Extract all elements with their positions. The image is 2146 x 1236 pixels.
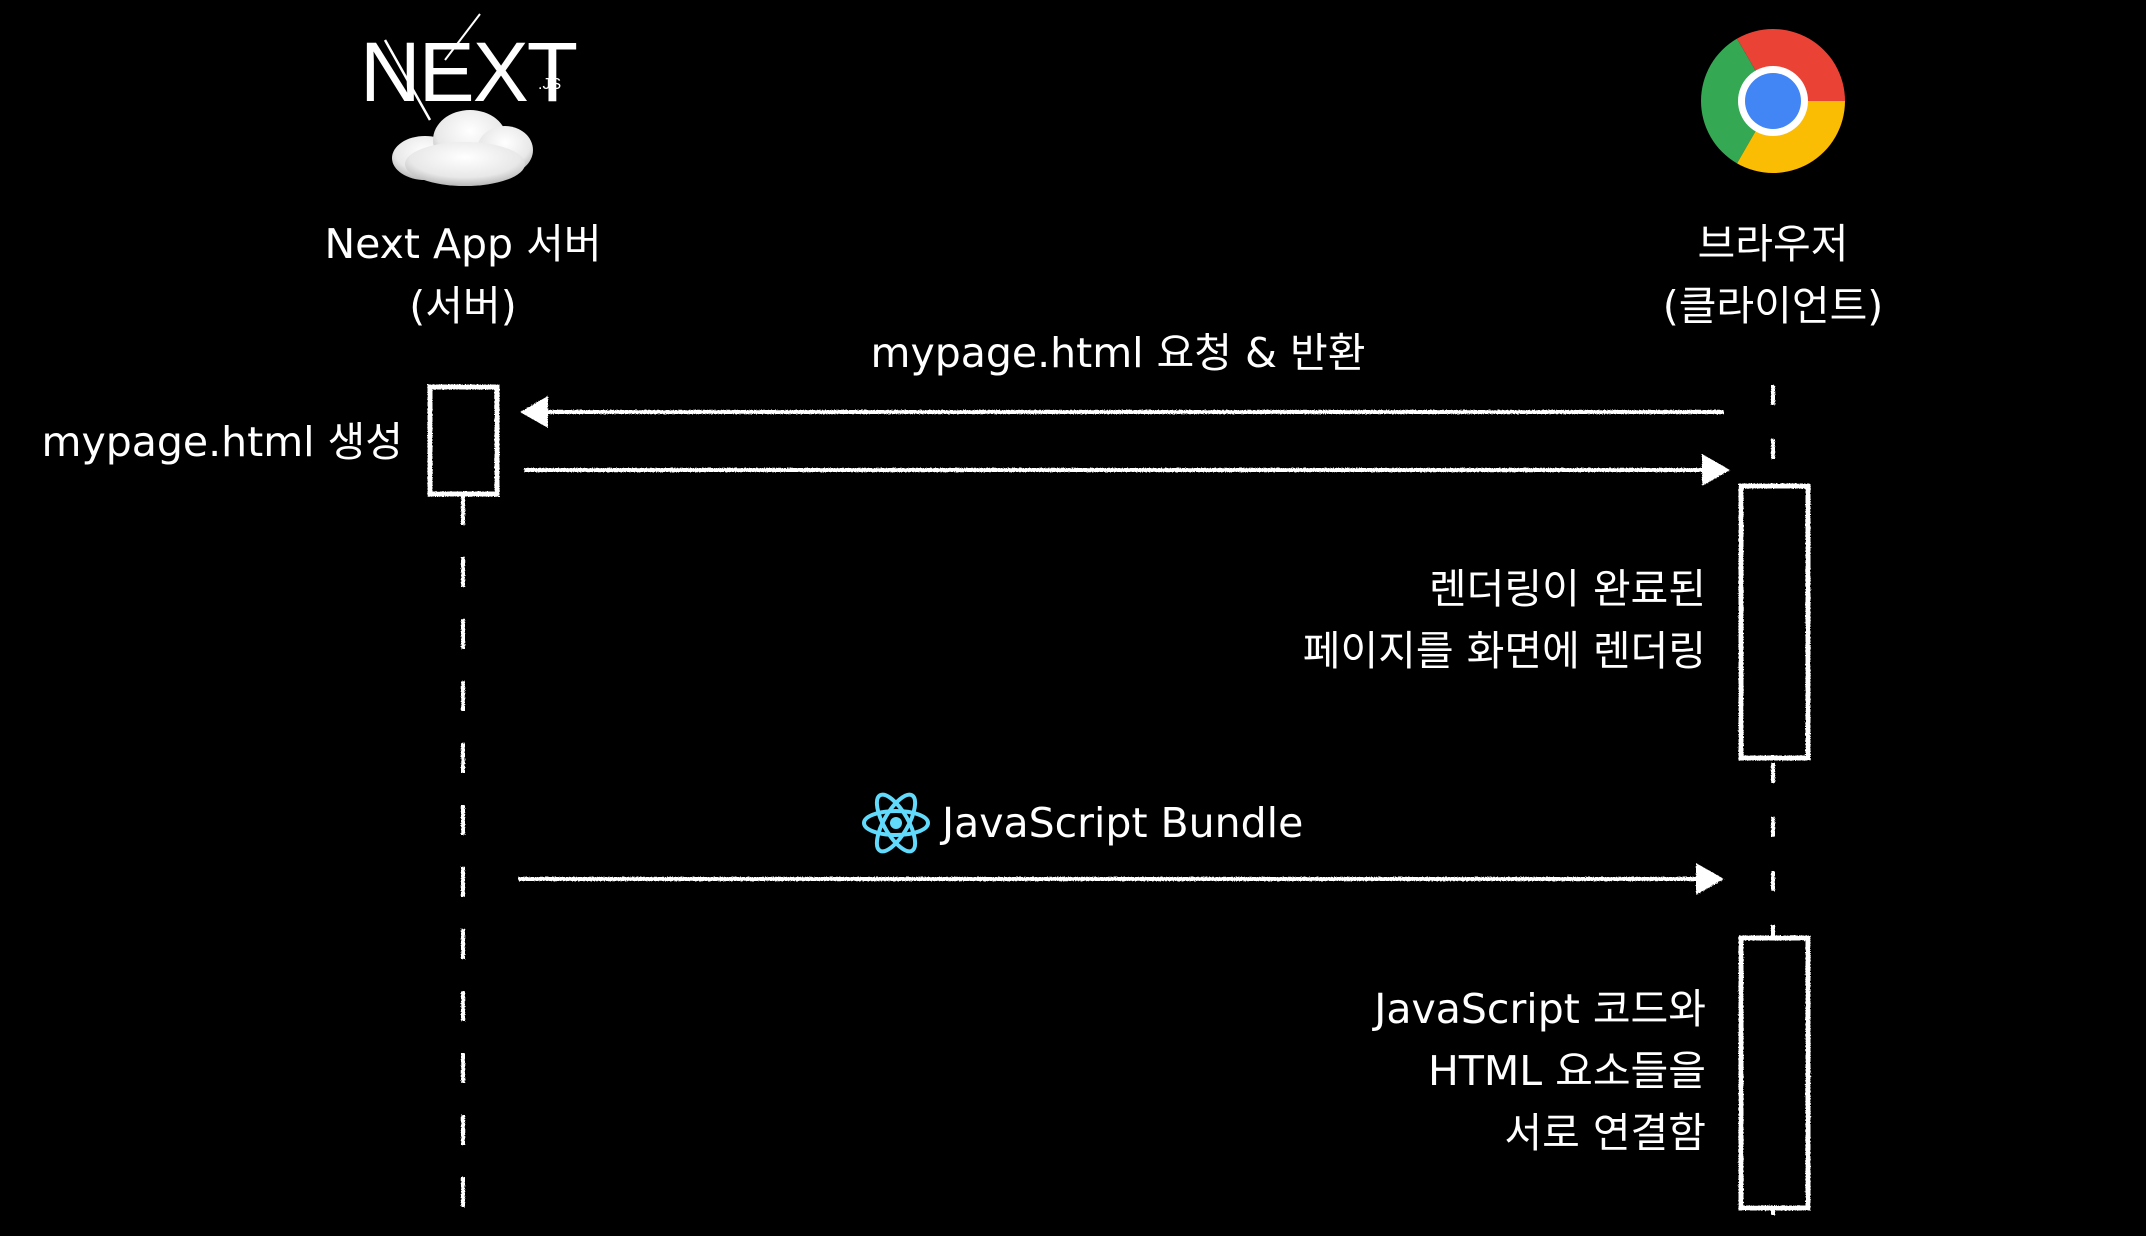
browser-role: (클라이언트) — [1662, 282, 1884, 330]
js-bundle-label: JavaScript Bundle — [942, 799, 1304, 847]
nextjs-logo: NEXT — [360, 25, 578, 119]
chrome-icon — [1701, 29, 1845, 173]
react-icon — [862, 792, 930, 854]
server-role: (서버) — [409, 282, 517, 330]
nextjs-logo-suffix: .JS — [538, 76, 562, 93]
nextjs-slash-tail — [444, 13, 481, 61]
request-response-label: mypage.html 요청 & 반환 — [870, 329, 1366, 377]
response-arrow — [524, 454, 1730, 486]
browser-hydrate-activation-box — [1738, 935, 1811, 1211]
server-participant-label: Next App 서버 (서버) — [263, 213, 663, 337]
hydrate-note-line: HTML 요소들을 — [1427, 1047, 1706, 1095]
request-arrow — [520, 396, 1724, 428]
server-name: Next App 서버 — [324, 220, 602, 268]
browser-name: 브라우저 — [1697, 220, 1849, 268]
browser-render-activation-box — [1738, 483, 1811, 761]
server-activation-box — [427, 384, 500, 497]
render-note-line: 렌더링이 완료된 — [1428, 565, 1706, 613]
render-note-line: 페이지를 화면에 렌더링 — [1302, 627, 1706, 675]
render-note: 렌더링이 완료된 페이지를 화면에 렌더링 — [1100, 558, 1706, 682]
hydrate-note: JavaScript 코드와 HTML 요소들을 서로 연결함 — [1100, 978, 1706, 1164]
nextjs-slash-icon — [383, 39, 432, 121]
hydrate-note-line: JavaScript 코드와 — [1374, 985, 1706, 1033]
server-generate-note: mypage.html 생성 — [41, 418, 404, 466]
browser-participant-label: 브라우저 (클라이언트) — [1573, 213, 1973, 337]
nextjs-cloud-icon — [392, 110, 533, 186]
js-bundle-arrow — [518, 863, 1724, 895]
hydrate-note-line: 서로 연결함 — [1504, 1109, 1706, 1157]
